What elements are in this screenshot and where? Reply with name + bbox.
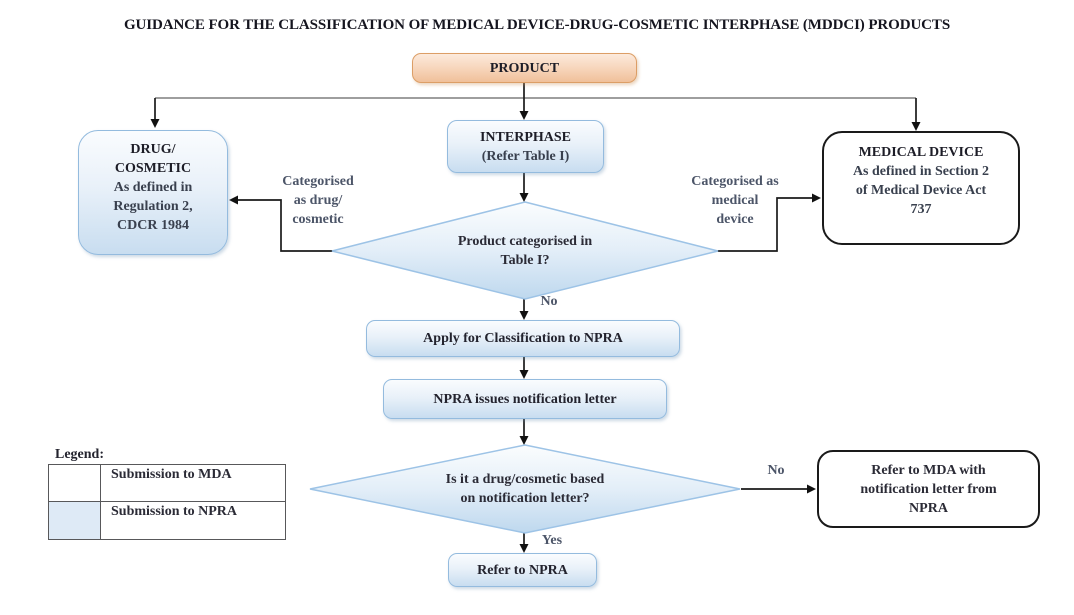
edge-label-table1-no: No — [540, 294, 558, 309]
node-drug-cosmetic-body: As defined in Regulation 2, CDCR 1984 — [113, 180, 193, 233]
node-npra-notification: NPRA issues notification letter — [383, 379, 667, 419]
node-drug-cosmetic-title: DRUG/ COSMETIC — [114, 142, 192, 176]
node-medical-device: MEDICAL DEVICE As defined in Section 2 o… — [822, 131, 1020, 245]
edge-label-categorised-medical: Categorised as medical device — [691, 174, 779, 227]
node-product-label: PRODUCT — [489, 60, 560, 76]
legend-table: Submission to MDA Submission to NPRA — [48, 464, 286, 540]
decision-notification-label: Is it a drug/cosmetic based on notificat… — [445, 472, 605, 506]
legend-swatch-npra — [49, 502, 101, 539]
node-interphase-subtitle: (Refer Table I) — [481, 148, 570, 164]
node-npra-notification-label: NPRA issues notification letter — [433, 391, 617, 407]
legend-title: Legend: — [55, 447, 104, 462]
legend-label-mda: Submission to MDA — [101, 465, 285, 502]
page-title: GUIDANCE FOR THE CLASSIFICATION OF MEDIC… — [123, 17, 951, 33]
decision-table1-diamond — [331, 201, 719, 300]
node-interphase-title: INTERPHASE — [479, 129, 572, 145]
node-refer-npra: Refer to NPRA — [448, 553, 597, 587]
node-medical-device-body: As defined in Section 2 of Medical Devic… — [852, 164, 990, 217]
node-refer-mda-label: Refer to MDA with notification letter fr… — [860, 462, 997, 516]
node-medical-device-title: MEDICAL DEVICE — [858, 145, 984, 160]
node-apply-classification: Apply for Classification to NPRA — [366, 320, 680, 357]
node-refer-npra-label: Refer to NPRA — [477, 562, 568, 578]
node-refer-mda: Refer to MDA with notification letter fr… — [817, 450, 1040, 528]
decision-notification-diamond — [309, 444, 741, 534]
edge-label-notification-no: No — [767, 463, 785, 478]
node-apply-classification-label: Apply for Classification to NPRA — [423, 331, 623, 346]
decision-table1-label: Product categorised in Table I? — [457, 234, 593, 268]
edge-label-notification-yes: Yes — [541, 533, 563, 548]
legend-label-npra: Submission to NPRA — [111, 504, 238, 519]
edge-label-categorised-drug: Categorised as drug/ cosmetic — [282, 174, 354, 227]
node-interphase: INTERPHASE (Refer Table I) — [447, 120, 604, 173]
legend-swatch-mda — [49, 465, 101, 502]
node-product: PRODUCT — [412, 53, 637, 83]
node-drug-cosmetic: DRUG/ COSMETIC As defined in Regulation … — [78, 130, 228, 255]
